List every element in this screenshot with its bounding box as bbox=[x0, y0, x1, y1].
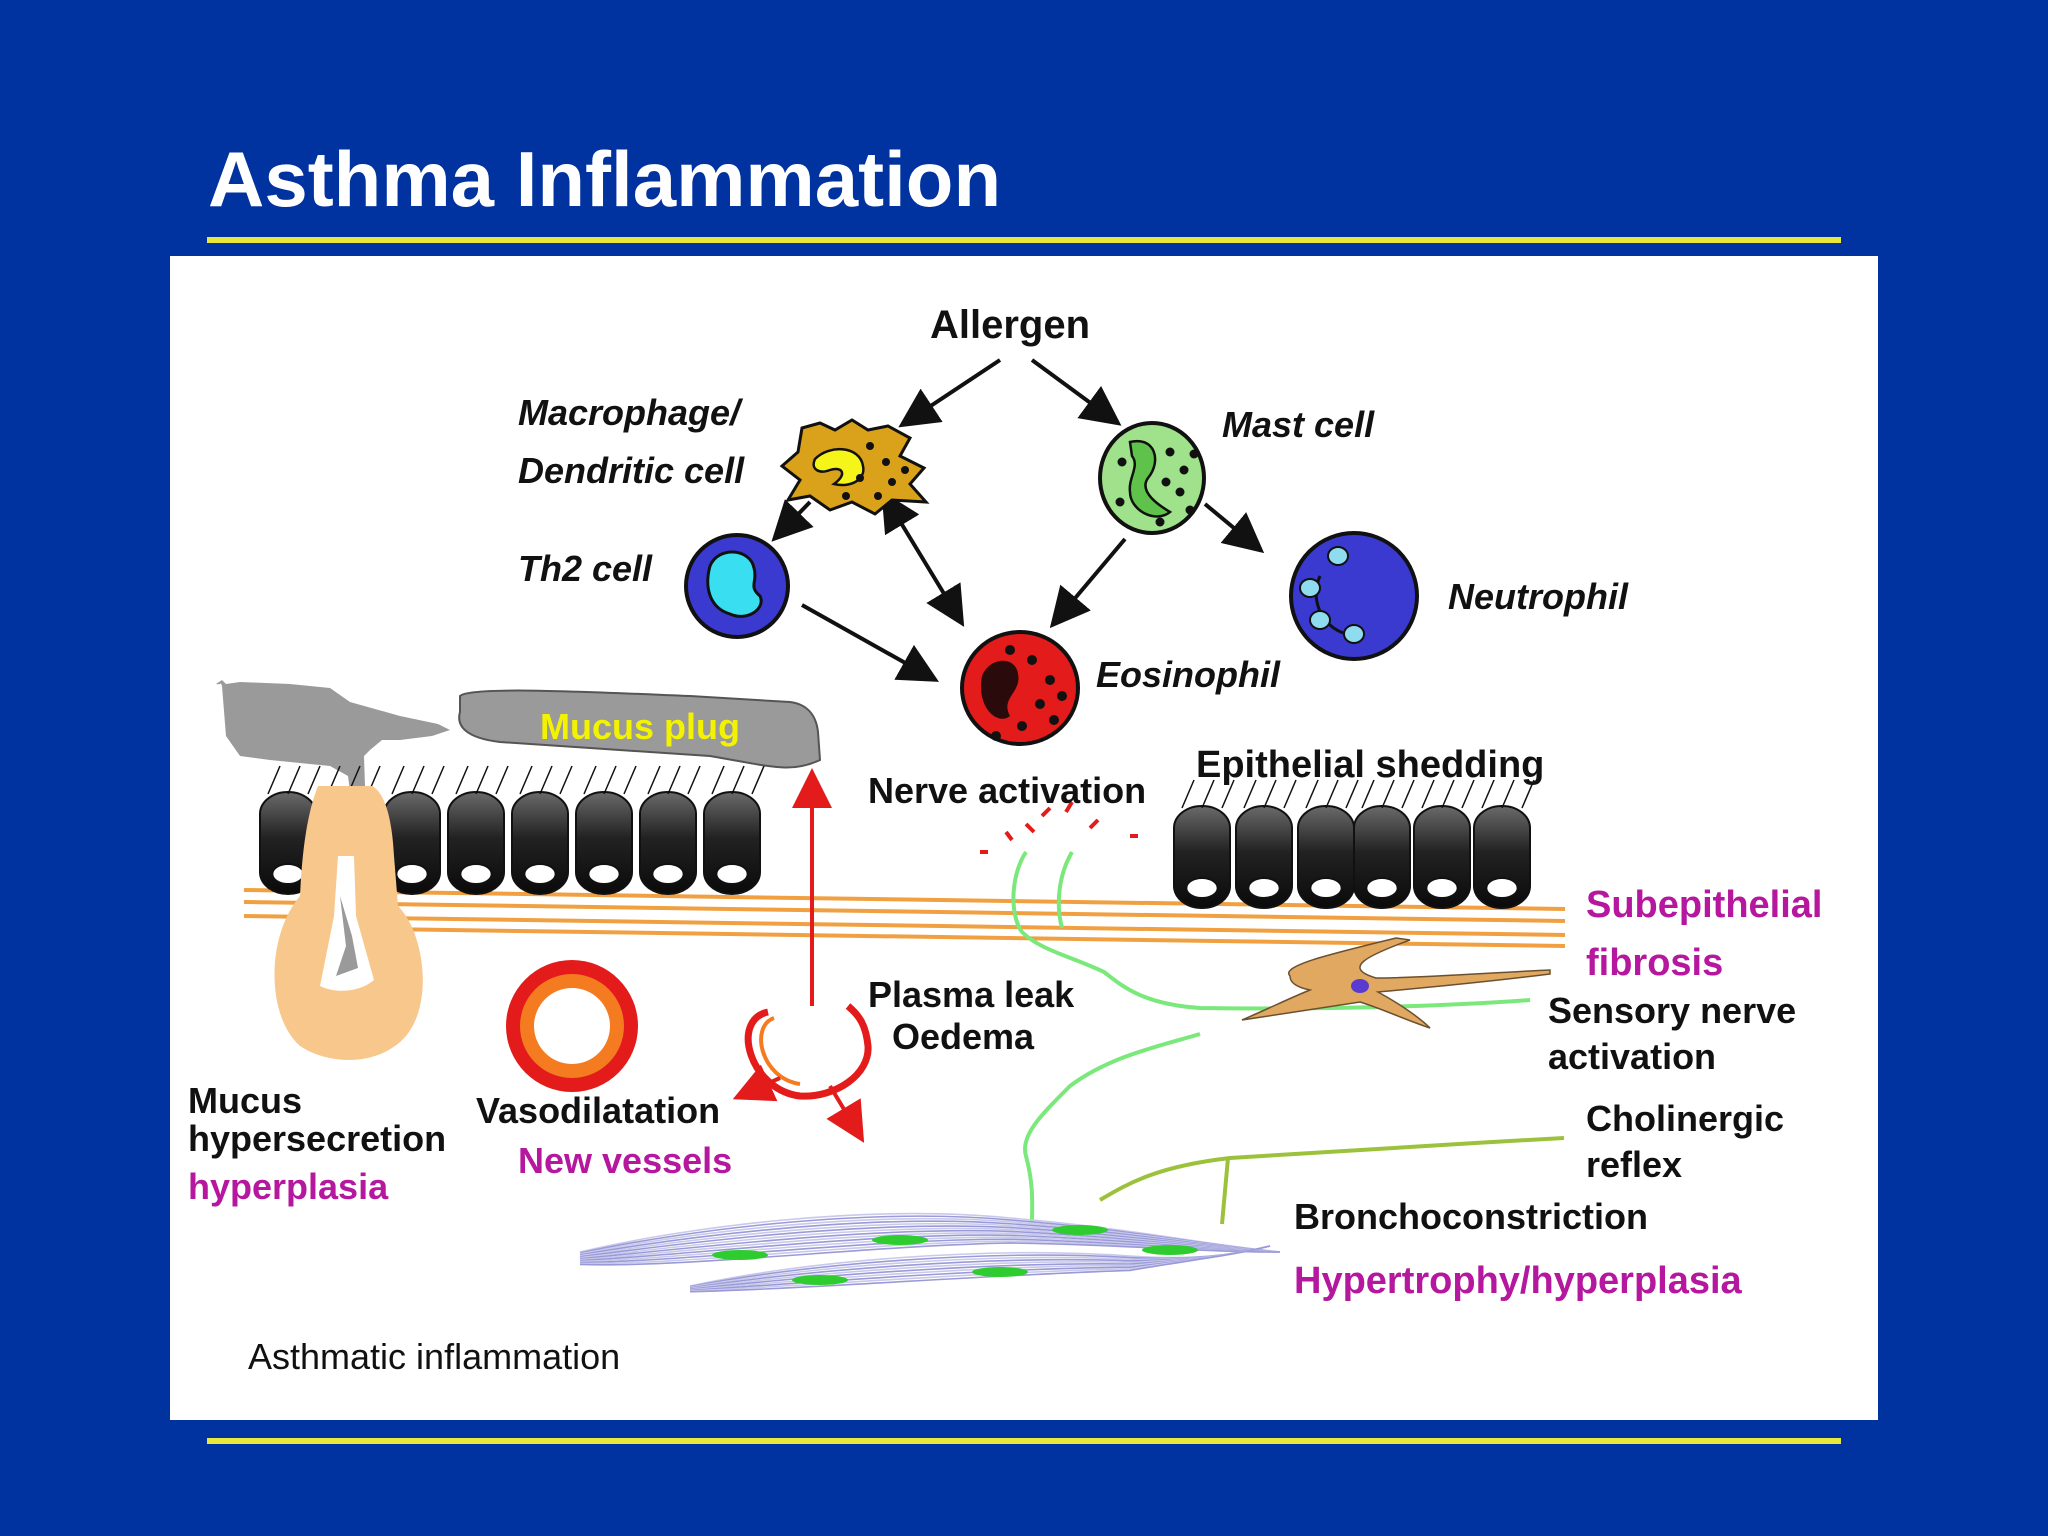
nerve-activation-dashes bbox=[980, 800, 1138, 854]
epithelial-cell bbox=[1353, 779, 1415, 909]
smooth-muscle-bundle bbox=[579, 1212, 1281, 1293]
label-neutrophil: Neutrophil bbox=[1448, 576, 1628, 617]
epithelial-cell bbox=[1297, 779, 1359, 909]
arrow-mast-to-eosinophil bbox=[1049, 537, 1127, 629]
label-mucus-plug: Mucus plug bbox=[540, 706, 740, 747]
bottom-rule bbox=[207, 1438, 1841, 1444]
th2-cell bbox=[684, 533, 790, 639]
epithelial-cell bbox=[511, 765, 573, 895]
mast-cell bbox=[1098, 421, 1206, 535]
epithelial-cell bbox=[1173, 779, 1235, 909]
label-mucus-line2: hypersecretion bbox=[188, 1118, 447, 1159]
label-sensory-line1: Sensory nerve bbox=[1548, 990, 1797, 1031]
label-epithelial-shedding: Epithelial shedding bbox=[1196, 744, 1545, 786]
label-macrophage-line1: Macrophage/ bbox=[518, 392, 741, 433]
label-hypertrophy: Hypertrophy/hyperplasia bbox=[1294, 1260, 1742, 1302]
label-mucus-line1: Mucus bbox=[188, 1080, 303, 1121]
arrow-allergen-to-mast-cell bbox=[1030, 358, 1122, 426]
label-bronchoconstriction: Bronchoconstriction bbox=[1294, 1196, 1649, 1237]
subepithelial-fibrosis-lines bbox=[243, 888, 1566, 948]
muscle-nucleus bbox=[972, 1267, 1028, 1277]
label-subepithelial-line2: fibrosis bbox=[1586, 942, 1724, 984]
label-subepithelial-line1: Subepithelial bbox=[1586, 884, 1823, 926]
label-mast-cell: Mast cell bbox=[1222, 404, 1375, 445]
asthma-diagram bbox=[216, 358, 1566, 1293]
label-new-vessels: New vessels bbox=[518, 1140, 733, 1181]
epithelial-cell bbox=[575, 765, 637, 895]
macrophage-cell bbox=[779, 418, 930, 516]
label-plasma-leak: Plasma leak bbox=[868, 974, 1075, 1015]
cell-arrows bbox=[771, 358, 1265, 682]
slide-title: Asthma Inflammation bbox=[208, 135, 1002, 223]
epithelial-cell bbox=[703, 765, 765, 895]
muscle-fiber bbox=[689, 1245, 1271, 1293]
label-vasodilatation: Vasodilatation bbox=[476, 1090, 721, 1131]
cholinergic-nerve bbox=[1098, 1136, 1565, 1225]
label-cholinergic-line1: Cholinergic bbox=[1586, 1098, 1785, 1139]
arrow-macrophage-eosinophil bbox=[881, 490, 965, 627]
muscle-nucleus bbox=[712, 1250, 768, 1260]
label-sensory-line2: activation bbox=[1548, 1036, 1717, 1077]
arrow-allergen-to-macrophage bbox=[898, 358, 1002, 428]
epithelial-cell bbox=[447, 765, 509, 895]
label-eosinophil: Eosinophil bbox=[1096, 654, 1280, 695]
neutrophil-cell bbox=[1289, 531, 1419, 661]
epithelial-cell bbox=[1235, 779, 1297, 909]
arrow-macrophage-to-th2 bbox=[771, 499, 814, 542]
label-mucus-line3: hyperplasia bbox=[188, 1166, 389, 1207]
dilated-vessel bbox=[506, 960, 638, 1092]
label-oedema: Oedema bbox=[892, 1016, 1035, 1057]
submucosal-gland bbox=[274, 786, 423, 1060]
arrow-mast-to-neutrophil bbox=[1203, 502, 1265, 554]
mucus-plug-shapes bbox=[216, 680, 822, 876]
label-allergen: Allergen bbox=[930, 303, 1091, 347]
label-cholinergic-line2: reflex bbox=[1586, 1144, 1683, 1185]
epithelial-cell bbox=[1413, 779, 1475, 909]
label-th2-cell: Th2 cell bbox=[518, 548, 653, 589]
fibroblast bbox=[1241, 937, 1551, 1029]
title-underline bbox=[207, 237, 1841, 243]
label-macrophage-line2: Dendritic cell bbox=[518, 450, 745, 491]
eosinophil-cell bbox=[960, 630, 1080, 746]
epithelial-cell bbox=[639, 765, 701, 895]
muscle-nucleus bbox=[1142, 1245, 1198, 1255]
epithelial-cell bbox=[1473, 779, 1535, 909]
diagram-panel: Allergen Macrophage/ Dendritic cell Mast… bbox=[170, 256, 1878, 1420]
muscle-nucleus bbox=[792, 1275, 848, 1285]
muscle-nucleus bbox=[1052, 1225, 1108, 1235]
label-nerve-activation: Nerve activation bbox=[868, 770, 1147, 811]
muscle-nucleus bbox=[872, 1235, 928, 1245]
epithelium-right bbox=[1173, 779, 1535, 909]
leaking-vessel bbox=[732, 768, 872, 1143]
diagram-caption: Asthmatic inflammation bbox=[248, 1336, 621, 1377]
arrow-th2-to-eosinophil bbox=[801, 603, 939, 682]
